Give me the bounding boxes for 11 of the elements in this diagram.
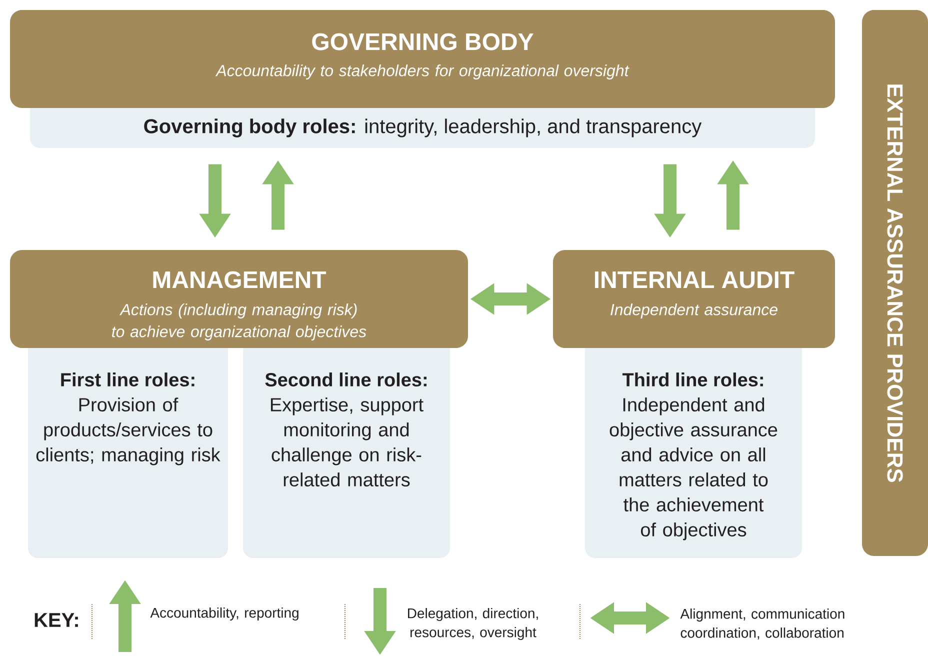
roles-panel: First line roles: Provision of products/services to clients; managing risk — [28, 340, 228, 558]
title-box: MANAGEMENT Actions (including managing risk) to achieve organizational objectives — [10, 250, 468, 348]
legend-text: Alignment, communication coordination, collaboration — [680, 608, 844, 640]
roles-panel: Second line roles: Expertise, support monitoring and challenge on risk-related matters — [243, 340, 450, 558]
side-band: EXTERNAL ASSURANCE PROVIDERS — [862, 10, 928, 556]
legend-text: Accountability, reporting — [150, 607, 298, 621]
key-label: KEY: — [34, 613, 78, 627]
roles-panel: Third line roles: Independent and objective assurance and advice on all matters related to the achievement of objectives — [585, 340, 802, 558]
title-box: GOVERNING BODY Accountability to stakeholders for organizational oversight — [10, 10, 835, 108]
title-box: INTERNAL AUDIT Independent assurance — [553, 250, 835, 348]
legend-text: Delegation, direction, resources, oversight — [408, 608, 538, 640]
